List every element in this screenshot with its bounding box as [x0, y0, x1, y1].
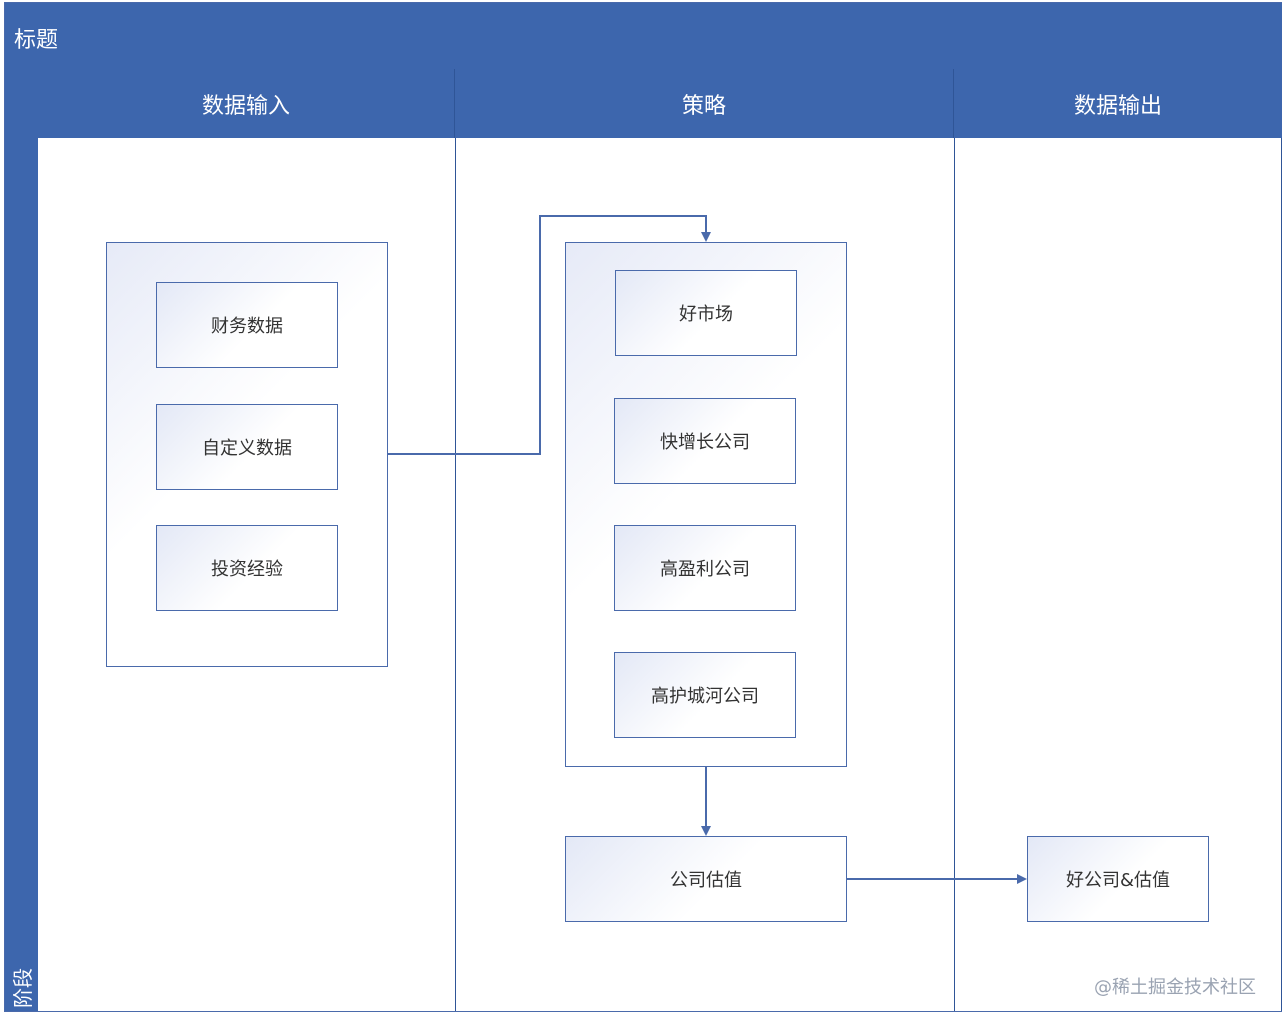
lane-header-strategy: 策略	[455, 69, 954, 138]
diagram-title: 标题	[14, 28, 59, 53]
title-bar: 标题	[4, 2, 1282, 70]
strategy-node-high-profit: 高盈利公司	[614, 525, 796, 611]
output-node: 好公司&估值	[1027, 836, 1209, 922]
edge-input-to-strategy	[388, 215, 711, 455]
input-node-experience: 投资经验	[156, 525, 338, 611]
strategy-node-fast-growth: 快增长公司	[614, 398, 796, 484]
phase-bar	[4, 69, 38, 1011]
input-node-financial-data: 财务数据	[156, 282, 338, 368]
lane-header-output: 数据输出	[954, 69, 1282, 138]
lane-header-input: 数据输入	[38, 69, 455, 138]
strategy-node-moat: 高护城河公司	[614, 652, 796, 738]
watermark: @稀土掘金技术社区	[1094, 977, 1256, 998]
input-node-custom-data: 自定义数据	[156, 404, 338, 490]
valuation-node: 公司估值	[565, 836, 847, 922]
strategy-node-good-market: 好市场	[615, 270, 797, 356]
